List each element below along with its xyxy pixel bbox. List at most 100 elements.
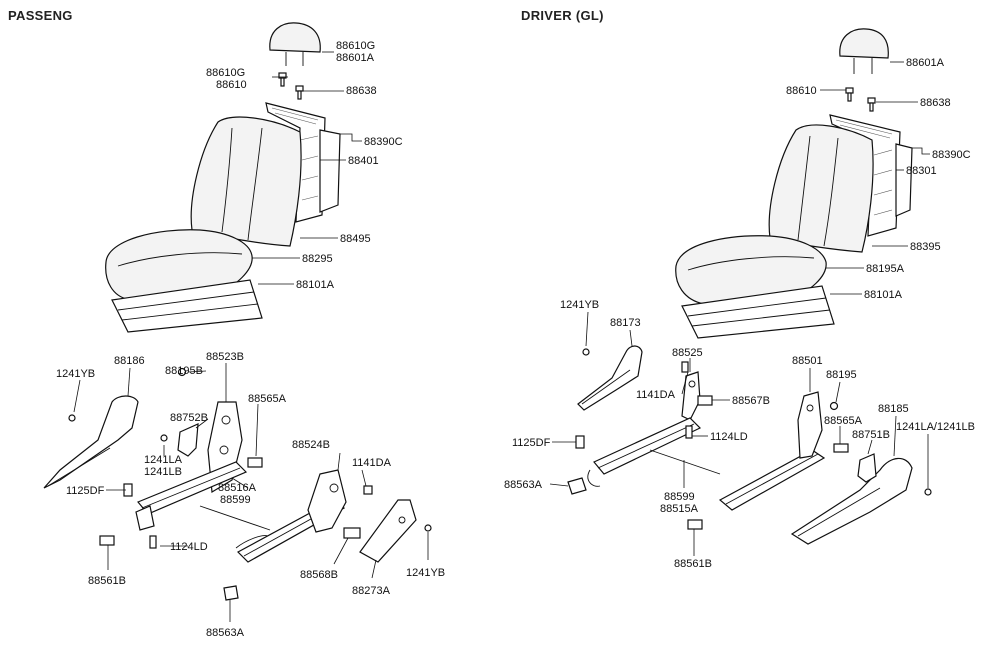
driver-stopper[interactable]	[697, 395, 713, 406]
label-88563A-p[interactable]: 88563A	[206, 627, 245, 639]
label-1141DA-d[interactable]: 1141DA	[636, 389, 676, 401]
label-88101A-p[interactable]: 88101A	[296, 279, 335, 291]
driver-bolt-b[interactable]	[575, 435, 585, 449]
passenger-seatback-frame[interactable]	[265, 102, 341, 223]
passenger-cap[interactable]	[247, 457, 263, 468]
passenger-recliner-knob[interactable]	[177, 423, 199, 457]
passenger-screw-b[interactable]	[160, 434, 168, 442]
label-88599-p[interactable]: 88599	[220, 494, 251, 506]
label-1124LD-d[interactable]: 1124LD	[710, 431, 748, 443]
label-88561B-p[interactable]: 88561B	[88, 575, 126, 587]
passenger-side-cover-b[interactable]	[359, 499, 417, 563]
label-88516A[interactable]: 88516A	[218, 482, 257, 494]
driver-seat-cushion[interactable]	[675, 235, 827, 305]
label-88524B[interactable]: 88524B	[292, 439, 330, 451]
label-88568B[interactable]: 88568B	[300, 569, 338, 581]
driver-bolt-c[interactable]	[685, 425, 693, 439]
driver-bracket[interactable]	[681, 371, 701, 421]
label-1241YB-p1[interactable]: 1241YB	[56, 368, 95, 380]
driver-bolt-a[interactable]	[681, 361, 689, 373]
label-1125DF-p[interactable]: 1125DF	[66, 485, 105, 497]
label-88525[interactable]: 88525	[672, 347, 703, 359]
passenger-screw-a[interactable]	[68, 414, 76, 422]
label-88601A-p[interactable]: 88601A	[336, 52, 375, 64]
label-88567B[interactable]: 88567B	[732, 395, 770, 407]
label-88395[interactable]: 88395	[910, 241, 941, 253]
label-1124LD-p[interactable]: 1124LD	[170, 541, 208, 553]
driver-cushion-frame[interactable]	[681, 285, 835, 339]
label-88601A-d[interactable]: 88601A	[906, 57, 945, 69]
label-88301[interactable]: 88301	[906, 165, 937, 177]
label-88295[interactable]: 88295	[302, 253, 333, 265]
passenger-wire[interactable]	[199, 505, 271, 549]
passenger-screw-d[interactable]	[424, 524, 432, 532]
label-88561B-d[interactable]: 88561B	[674, 558, 712, 570]
label-88173[interactable]: 88173	[610, 317, 641, 329]
label-88195A[interactable]: 88195A	[866, 263, 905, 275]
label-88186[interactable]: 88186	[114, 355, 145, 367]
passenger-inner-rail[interactable]	[135, 461, 248, 531]
passenger-headrest-guide-right[interactable]	[295, 85, 304, 100]
label-88515A[interactable]: 88515A	[660, 503, 699, 515]
label-88610G[interactable]: 88610G	[206, 67, 245, 79]
driver-recliner-knob[interactable]	[857, 453, 877, 483]
label-88273A[interactable]: 88273A	[352, 585, 391, 597]
passenger-headrest-guide-left[interactable]	[278, 72, 287, 87]
driver-outer-rail[interactable]	[718, 391, 826, 511]
driver-seatback-cushion[interactable]	[768, 124, 874, 253]
driver-screw-b[interactable]	[924, 488, 932, 496]
label-88195-d[interactable]: 88195	[826, 369, 857, 381]
label-88401[interactable]: 88401	[348, 155, 379, 167]
label-88501[interactable]: 88501	[792, 355, 823, 367]
label-88610[interactable]: 88610	[216, 79, 247, 91]
passenger-bolt-d[interactable]	[149, 535, 157, 549]
label-88195B[interactable]: 88195B	[165, 365, 203, 377]
driver-screw-a[interactable]	[582, 348, 590, 356]
label-88185[interactable]: 88185	[878, 403, 909, 415]
passenger-stopper[interactable]	[343, 527, 361, 539]
driver-cap-b[interactable]	[833, 443, 849, 453]
label-88523B[interactable]: 88523B	[206, 351, 244, 363]
driver-side-cover-b[interactable]	[790, 457, 913, 545]
label-88495[interactable]: 88495	[340, 233, 371, 245]
label-88390C[interactable]: 88390C	[364, 136, 403, 148]
passenger-seat-cushion[interactable]	[105, 229, 253, 301]
label-1241LA-p[interactable]: 1241LA	[144, 454, 183, 466]
label-88101A-d[interactable]: 88101A	[864, 289, 903, 301]
driver-side-cover[interactable]	[577, 345, 643, 411]
driver-inner-rail[interactable]	[593, 417, 702, 475]
driver-seatback-frame[interactable]	[829, 114, 913, 237]
passenger-cushion-frame[interactable]	[111, 279, 263, 333]
label-88610G-top[interactable]: 88610G	[336, 40, 375, 52]
label-88638[interactable]: 88638	[346, 85, 377, 97]
label-1125DF-d[interactable]: 1125DF	[512, 437, 551, 449]
label-88599-d[interactable]: 88599	[664, 491, 695, 503]
label-88638-d[interactable]: 88638	[920, 97, 951, 109]
passenger-bolt-c[interactable]	[363, 485, 373, 495]
driver-cap[interactable]	[567, 477, 587, 495]
passenger-cap-b[interactable]	[223, 585, 239, 601]
label-88565A-p[interactable]: 88565A	[248, 393, 287, 405]
driver-bolt-d[interactable]	[829, 401, 839, 411]
passenger-bolt-a[interactable]	[177, 367, 187, 377]
label-88563A-d[interactable]: 88563A	[504, 479, 543, 491]
passenger-side-cover[interactable]	[43, 395, 139, 489]
label-88752B[interactable]: 88752B	[170, 412, 208, 424]
label-1241YB-p2[interactable]: 1241YB	[406, 567, 445, 579]
driver-headrest-guide-right[interactable]	[867, 97, 876, 112]
passenger-seatback-cushion[interactable]	[190, 116, 302, 247]
passenger-outer-rail[interactable]	[237, 469, 347, 563]
passenger-clip[interactable]	[99, 535, 115, 546]
label-1241LB-p[interactable]: 1241LB	[144, 466, 182, 478]
label-1241LA-1241LB[interactable]: 1241LA/1241LB	[896, 421, 975, 433]
label-88390C-d[interactable]: 88390C	[932, 149, 971, 161]
label-88610-d[interactable]: 88610	[786, 85, 817, 97]
driver-wire[interactable]	[587, 449, 721, 487]
label-1241YB-d[interactable]: 1241YB	[560, 299, 599, 311]
label-88565A-d[interactable]: 88565A	[824, 415, 863, 427]
label-88751B[interactable]: 88751B	[852, 429, 890, 441]
passenger-headrest[interactable]	[269, 22, 321, 66]
driver-clip[interactable]	[687, 519, 703, 530]
driver-headrest-guide-left[interactable]	[845, 87, 854, 102]
label-1141DA-p[interactable]: 1141DA	[352, 457, 392, 469]
